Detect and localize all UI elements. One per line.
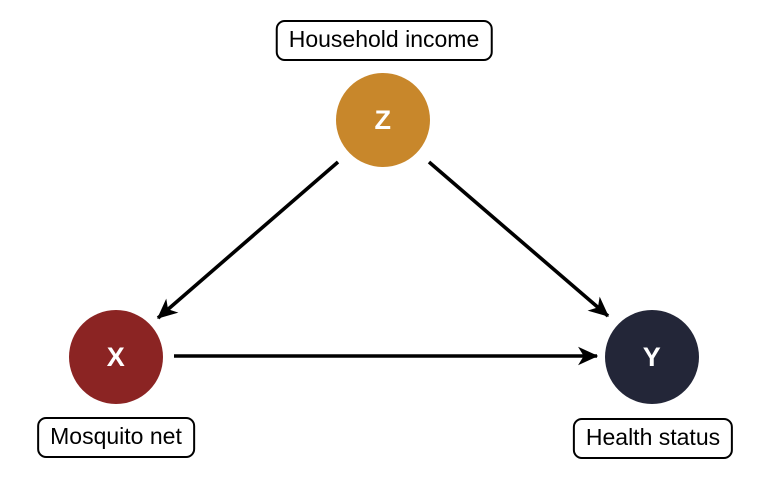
node-x-letter: X (106, 341, 126, 372)
node-x-treatment: X (69, 310, 163, 404)
node-z-letter: Z (374, 104, 392, 135)
node-y-letter: Y (642, 341, 662, 372)
node-z-confounder: Z (336, 73, 430, 167)
label-health-status: Health status (572, 418, 734, 459)
edge-z-to-x (156, 160, 340, 320)
node-y-outcome: Y (605, 310, 699, 404)
label-household-income: Household income (275, 20, 493, 61)
edge-z-to-y (427, 160, 610, 318)
label-mosquito-net: Mosquito net (37, 417, 195, 458)
